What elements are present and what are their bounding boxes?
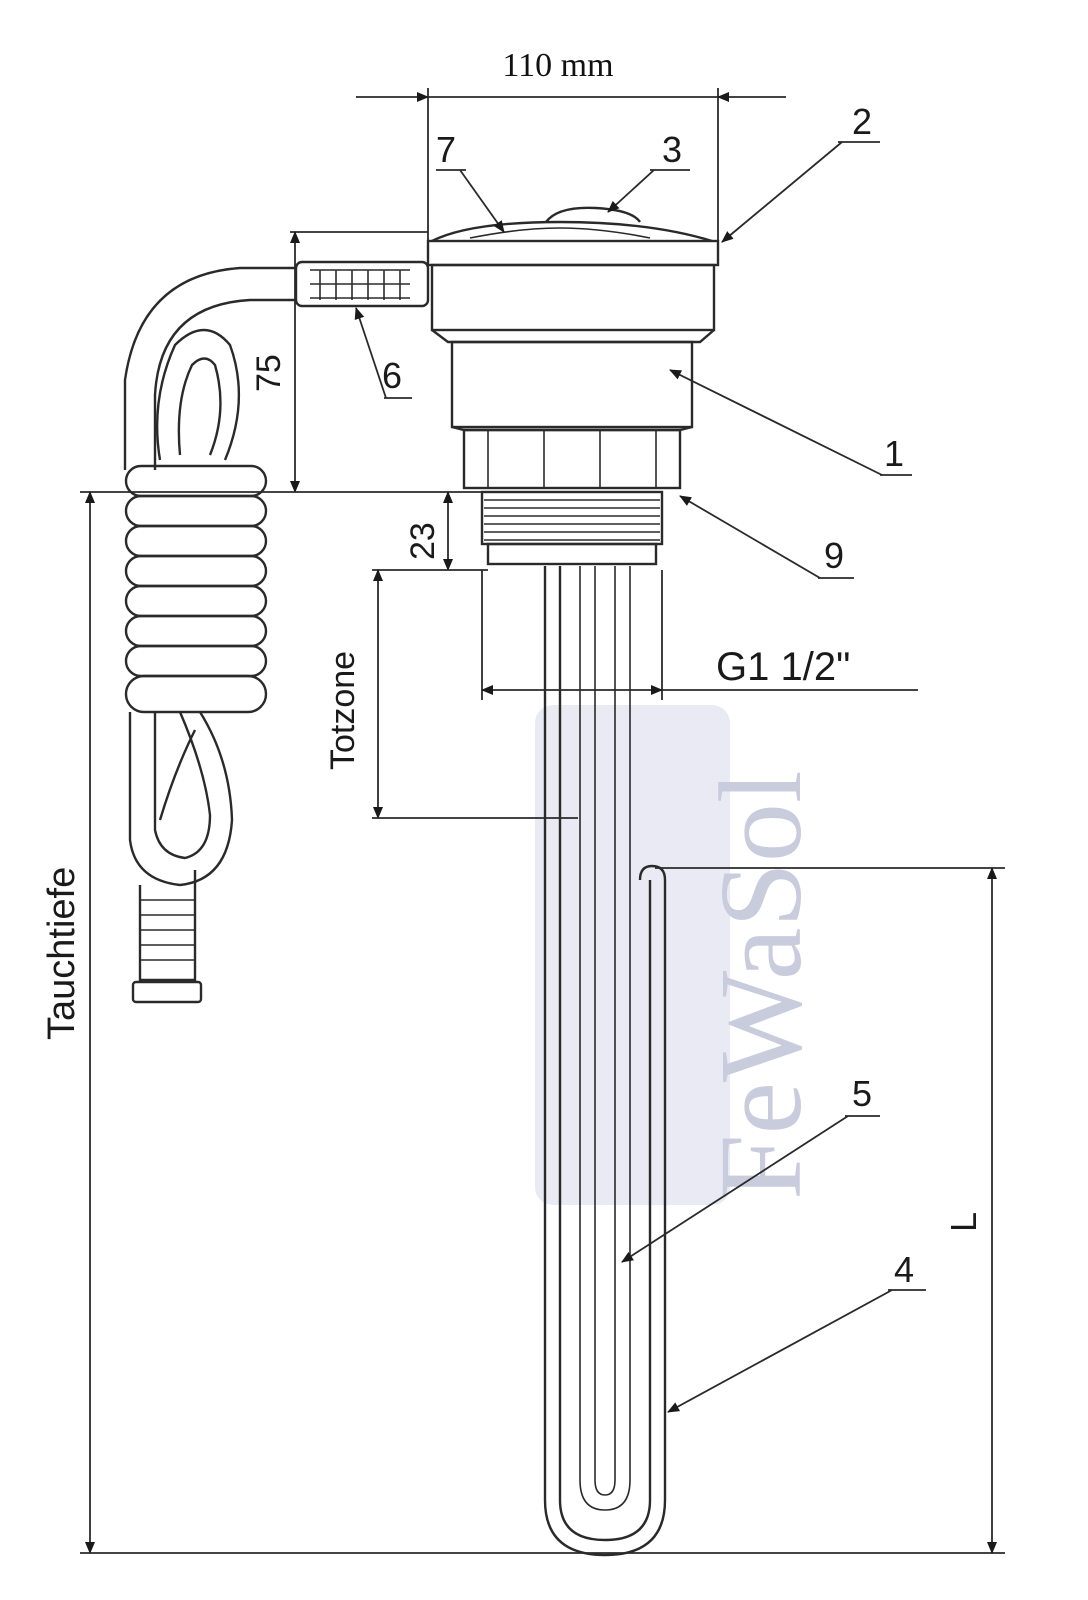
width-label: 110 mm: [502, 47, 613, 84]
dimension-23: 23: [372, 491, 488, 571]
part-6: 6: [382, 355, 402, 396]
part-3: 3: [662, 129, 682, 170]
watermark: FeWaSol: [535, 705, 826, 1205]
dimension-75: 75: [250, 231, 428, 493]
cable-assembly: [123, 260, 430, 1004]
totzone-label: Totzone: [324, 651, 362, 770]
heater-head: [426, 206, 720, 566]
dimension-l: L: [655, 867, 1005, 1554]
part-1: 1: [884, 433, 904, 474]
part-labels: 7 3 2 6 1 9 5 4: [354, 101, 926, 1413]
watermark-text: FeWaSol: [695, 770, 826, 1200]
heating-element: [543, 566, 667, 1557]
dim-23-label: 23: [404, 522, 442, 560]
dim-75-label: 75: [250, 354, 288, 392]
knob-3: [545, 206, 641, 223]
cable-coil: [124, 464, 268, 714]
tauchtiefe-label: Tauchtiefe: [41, 867, 83, 1040]
dimension-110mm: 110 mm: [356, 47, 786, 241]
part-9: 9: [824, 535, 844, 576]
part-7: 7: [436, 129, 456, 170]
thread-label: G1 1/2": [716, 645, 850, 689]
part-2: 2: [852, 101, 872, 142]
dimension-thread: G1 1/2": [481, 570, 918, 700]
dimension-totzone: Totzone: [324, 569, 578, 819]
part-4: 4: [894, 1249, 914, 1290]
part-5: 5: [852, 1073, 872, 1114]
l-label: L: [943, 1212, 984, 1232]
dimension-tauchtiefe: Tauchtiefe: [41, 491, 1005, 1554]
